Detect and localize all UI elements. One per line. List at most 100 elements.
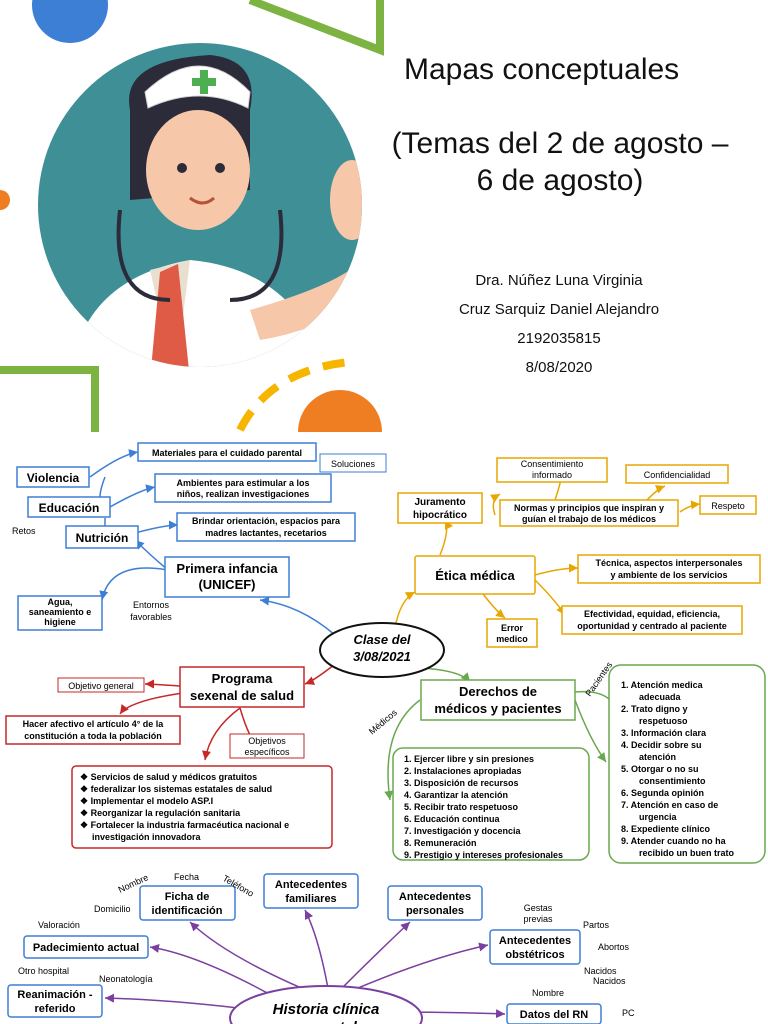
programa-item-1: ❖ Servicios de salud y médicos gratuitos — [80, 772, 257, 782]
svg-text:consentimiento: consentimiento — [639, 776, 706, 786]
medicos-item-1: 1. Ejercer libre y sin presiones — [404, 754, 534, 764]
gestas-line2: previas — [523, 914, 553, 924]
cover-decoration — [0, 0, 384, 432]
student-id: 2192035815 — [517, 330, 601, 347]
map1-center-line1: Clase del — [353, 632, 410, 647]
author-teacher: Dra. Núñez Luna Virginia — [475, 272, 643, 289]
fecha-label: Fecha — [174, 872, 199, 882]
pacientes-item-9: 9. Atender cuando no ha — [621, 836, 727, 846]
confidencialidad-node: Confidencialidad — [644, 470, 711, 480]
obstetricos-line2: obstétricos — [505, 949, 564, 961]
svg-text:adecuada: adecuada — [639, 692, 682, 702]
personales-line2: personales — [406, 905, 464, 917]
map2: Historia clínica neonatal Ficha de ident… — [7, 872, 635, 1024]
yellow-dashed-arc-decoration — [236, 358, 351, 432]
programa-line1: Programa — [212, 671, 273, 686]
personales-line1: Antecedentes — [399, 891, 471, 903]
programa-item-4: ❖ Reorganizar la regulación sanitaria — [80, 808, 241, 818]
educacion-node: Educación — [39, 501, 100, 515]
programa-line2: sexenal de salud — [190, 688, 294, 703]
programa-item-5b: investigación innovadora — [92, 832, 202, 842]
respeto-node: Respeto — [711, 501, 745, 511]
familiares-line1: Antecedentes — [275, 879, 347, 891]
medicos-item-8: 8. Remuneración — [404, 838, 477, 848]
violencia-node: Violencia — [27, 471, 80, 485]
map1-center: Clase del 3/08/2021 — [319, 622, 445, 678]
medicos-item-4: 4. Garantizar la atención — [404, 790, 508, 800]
consentimiento-line1: Consentimiento — [521, 459, 584, 469]
blue-circle-decoration — [32, 0, 108, 43]
medicos-item-7: 7. Investigación y docencia — [404, 826, 522, 836]
map1-center-line2: 3/08/2021 — [353, 649, 411, 664]
especificos-line2: específicos — [244, 747, 290, 757]
cover-date: 8/08/2020 — [525, 359, 593, 376]
normas-line1: Normas y principios que inspiran y — [514, 503, 664, 513]
ficha-line2: identificación — [152, 905, 223, 917]
pacientes-item-1: 1. Atención medica — [621, 680, 704, 690]
error-line2: medico — [496, 634, 528, 644]
hacer-line1: Hacer afectivo el artículo 4° de la — [23, 719, 165, 729]
brindar-line1: Brindar orientación, espacios para — [192, 516, 341, 526]
hacer-line2: constitución a toda la población — [24, 731, 162, 741]
svg-text:recibido un buen trato: recibido un buen trato — [639, 848, 735, 858]
reanimacion-line2: referido — [35, 1003, 76, 1015]
pacientes-item-8: 8. Expediente clínico — [621, 824, 711, 834]
programa-item-5: ❖ Fortalecer la industria farmacéutica n… — [80, 820, 289, 830]
valoracion-label: Valoración — [38, 920, 80, 930]
materiales-node: Materiales para el cuidado parental — [152, 448, 302, 458]
programa-list: ❖ Servicios de salud y médicos gratuitos… — [80, 772, 289, 842]
slide-subtitle: (Temas del 2 de agosto – 6 de agosto) — [391, 127, 729, 197]
historia-line2: neonatal — [295, 1019, 358, 1024]
medicos-list: 1. Ejercer libre y sin presiones 2. Inst… — [404, 754, 563, 860]
derechos-branch: Derechos de médicos y pacientes Médicos … — [367, 660, 766, 864]
juramento-line2: hipocrático — [413, 510, 467, 521]
medicos-item-5: 5. Recibir trato respetuoso — [404, 802, 519, 812]
domicilio-label: Domicilio — [94, 904, 131, 914]
consentimiento-line2: informado — [532, 470, 572, 480]
programa-item-3: ❖ Implementar el modelo ASP.I — [80, 796, 213, 806]
partos-label: Partos — [583, 920, 610, 930]
medicos-item-6: 6. Educación continua — [404, 814, 501, 824]
tecnica-line2: y ambiente de los servicios — [610, 570, 727, 580]
nacidos-label: Nacidos — [584, 966, 617, 976]
svg-text:atención: atención — [639, 752, 676, 762]
juramento-line1: Juramento — [414, 497, 465, 508]
medicos-item-9: 9. Prestigio y intereses profesionales — [404, 850, 563, 860]
obstetricos-line1: Antecedentes — [499, 935, 571, 947]
orange-circle-decoration — [298, 390, 382, 432]
cover-slide: Mapas conceptuales (Temas del 2 de agost… — [0, 0, 768, 432]
pacientes-item-5: 5. Otorgar o no su — [621, 764, 699, 774]
neonatologia-label: Neonatología — [99, 974, 153, 984]
programa-item-2: ❖ federalizar los sistemas estatales de … — [80, 784, 272, 794]
etica-title: Ética médica — [435, 568, 515, 583]
author-student: Cruz Sarquiz Daniel Alejandro — [458, 301, 660, 318]
svg-text:urgencia: urgencia — [639, 812, 678, 822]
padecimiento-node: Padecimiento actual — [33, 942, 139, 954]
historia-line1: Historia clínica — [273, 1001, 380, 1018]
efectividad-line1: Efectividad, equidad, eficiencia, — [584, 609, 720, 619]
pacientes-item-6: 6. Segunda opinión — [621, 788, 704, 798]
medicos-item-3: 3. Disposición de recursos — [404, 778, 519, 788]
pacientes-item-3: 3. Información clara — [621, 728, 707, 738]
entornos-line2: favorables — [130, 612, 172, 622]
gestas-line1: Gestas — [524, 903, 553, 913]
reanimacion-line1: Reanimación - — [17, 989, 93, 1001]
programa-branch: Programa sexenal de salud Objetivo gener… — [5, 666, 333, 849]
medicos-item-2: 2. Instalaciones apropiadas — [404, 766, 522, 776]
especificos-line1: Objetivos — [248, 736, 286, 746]
agua-line1: Agua, — [47, 597, 72, 607]
tecnica-line1: Técnica, aspectos interpersonales — [595, 558, 742, 568]
etica-branch: Ética médica Juramento hipocrático Conse… — [397, 457, 761, 648]
pacientes-list: 1. Atención medica adecuada 2. Trato dig… — [621, 680, 735, 858]
otro-hospital-label: Otro hospital — [18, 966, 69, 976]
nutricion-node: Nutrición — [76, 531, 129, 545]
pc-label: PC — [622, 1008, 635, 1018]
datos-rn-node: Datos del RN — [520, 1009, 589, 1021]
author-block: Dra. Núñez Luna Virginia Cruz Sarquiz Da… — [400, 266, 718, 382]
ambientes-line1: Ambientes para estimular a los — [176, 478, 309, 488]
abortos-label: Abortos — [598, 942, 630, 952]
slide-title: Mapas conceptuales — [404, 53, 680, 86]
pacientes-item-2: 2. Trato digno y — [621, 704, 688, 714]
pacientes-item-7: 7. Atención en caso de — [621, 800, 718, 810]
ficha-line1: Ficha de — [165, 891, 210, 903]
